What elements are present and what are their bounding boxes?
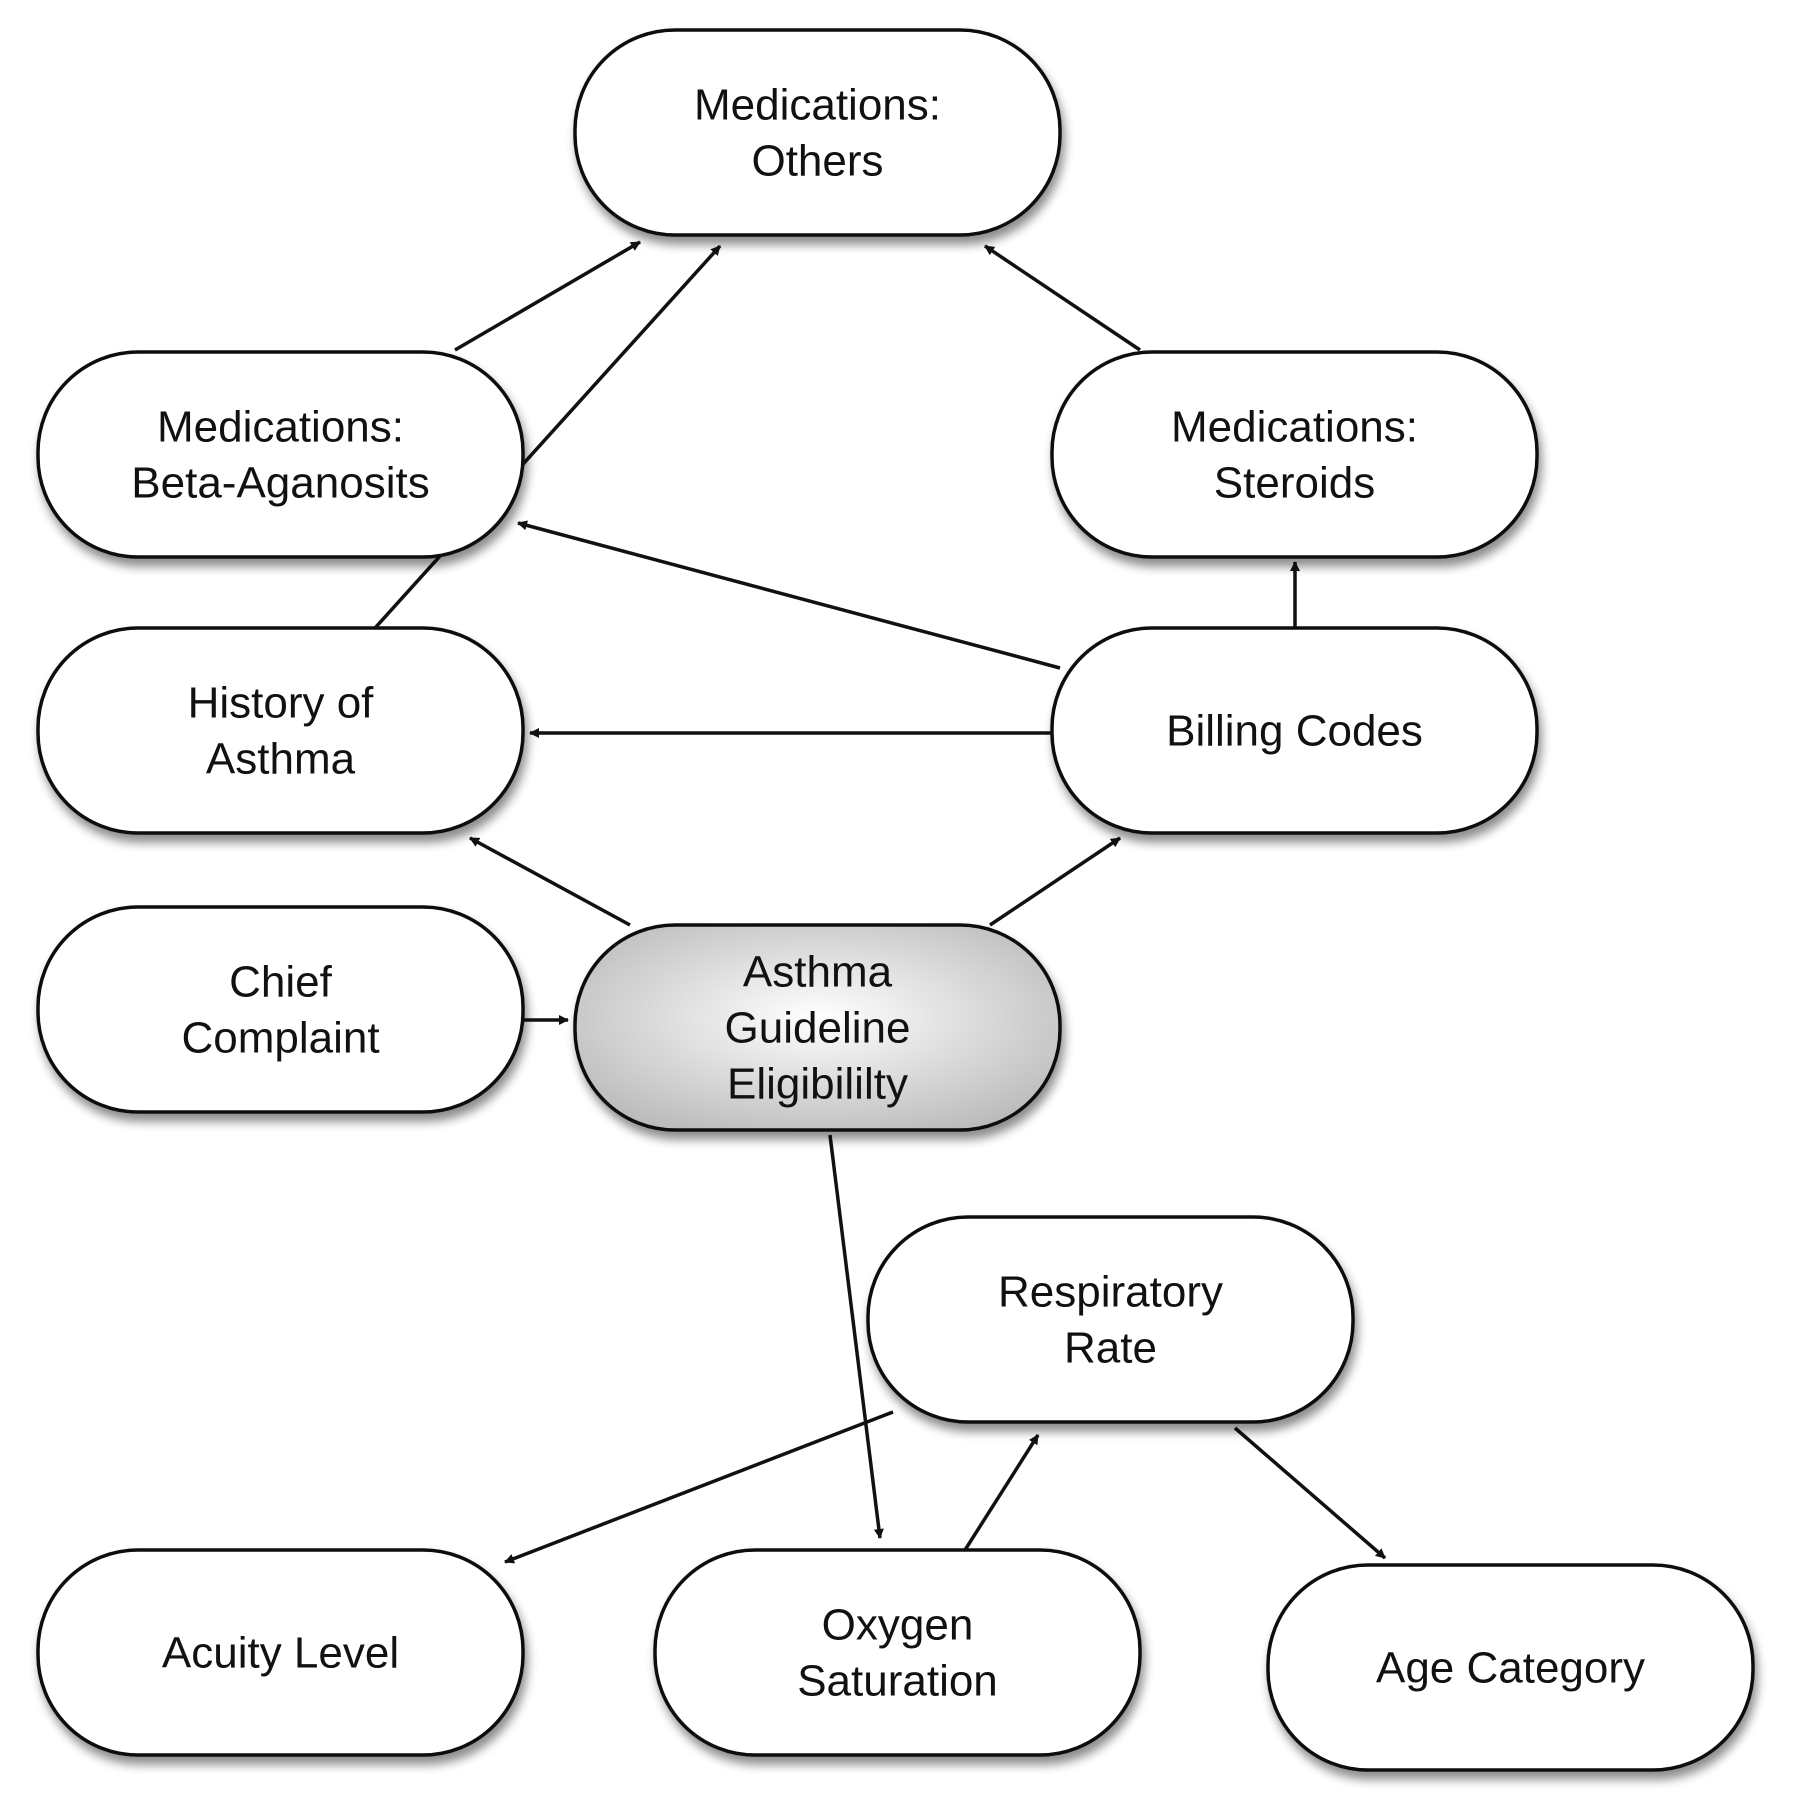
node-box (573, 28, 1062, 237)
node-age-category: Age Category (1266, 1563, 1755, 1772)
node-box (36, 350, 525, 559)
edge-asthma_eligibility-to-oxygen_saturation (828, 1134, 884, 1539)
node-med-steroids: Medications: Steroids (1050, 350, 1539, 559)
node-label-line: Steroids (1214, 459, 1375, 508)
node-box (653, 1548, 1142, 1757)
edge-asthma_eligibility-to-history_asthma (469, 836, 631, 927)
edge-history_asthma-to-med_others (373, 244, 722, 630)
node-label-line: Others (751, 137, 883, 186)
node-med-others: Medications: Others (573, 28, 1062, 237)
node-label-line: Eligibililty (727, 1060, 908, 1109)
node-label-line: Medications: (157, 403, 404, 452)
node-box (1266, 1563, 1755, 1772)
node-label-line: Guideline (725, 1004, 911, 1053)
node-label-line: Rate (1064, 1324, 1157, 1373)
node-label-line: Medications: (1171, 403, 1418, 452)
node-label-line: Asthma (743, 948, 893, 997)
edge-oxygen_saturation-to-respiratory_rate (963, 1434, 1040, 1551)
node-label-line: Medications: (694, 81, 941, 130)
edge-asthma_eligibility-to-billing_codes (989, 836, 1121, 927)
edges-layer (373, 240, 1387, 1564)
node-box (1050, 350, 1539, 559)
node-box (36, 1548, 525, 1757)
edge-respiratory_rate-to-acuity_level (504, 1410, 894, 1564)
node-label-line: Complaint (181, 1014, 379, 1063)
node-box (866, 1215, 1355, 1424)
edge-billing_codes-to-med_beta (517, 520, 1061, 670)
node-label-line: Chief (229, 958, 332, 1007)
node-box (1050, 626, 1539, 835)
nodes-layer: Medications:OthersMedications:Beta-Agano… (36, 28, 1755, 1772)
node-box (36, 905, 525, 1114)
node-billing-codes: Billing Codes (1050, 626, 1539, 835)
node-label-line: Beta-Aganosits (131, 459, 429, 508)
node-acuity-level: Acuity Level (36, 1548, 525, 1757)
node-label-line: Age Category (1376, 1644, 1645, 1693)
edge-respiratory_rate-to-age_category (1233, 1426, 1387, 1560)
node-box (36, 626, 525, 835)
node-label-line: Respiratory (998, 1268, 1223, 1317)
edge-med_beta-to-med_others (454, 240, 641, 352)
node-label-line: Billing Codes (1166, 707, 1423, 756)
node-label-line: Oxygen (822, 1601, 974, 1650)
node-label-line: Asthma (206, 735, 356, 784)
node-label-line: History of (188, 679, 375, 728)
edge-med_steroids-to-med_others (984, 244, 1141, 352)
node-label-line: Saturation (797, 1657, 998, 1706)
node-box (573, 923, 1062, 1132)
node-history-asthma: History of Asthma (36, 626, 525, 835)
node-med-beta: Medications: Beta-Aganosits (36, 350, 525, 559)
node-label-line: Acuity Level (162, 1629, 399, 1678)
